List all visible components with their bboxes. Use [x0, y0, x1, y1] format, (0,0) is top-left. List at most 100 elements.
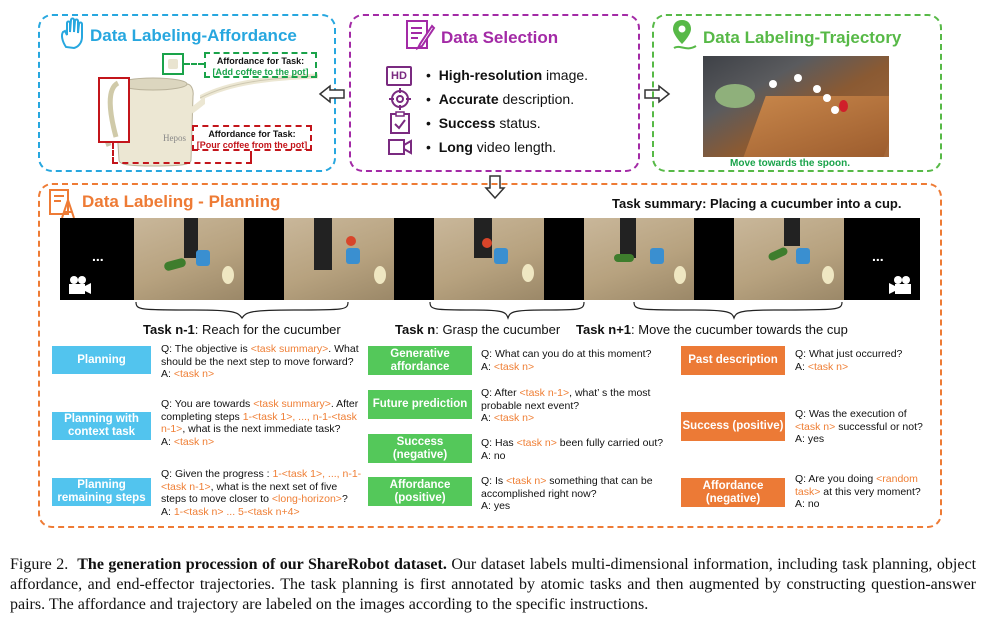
checklist-icon — [390, 111, 410, 134]
a-part: A: no — [795, 498, 820, 510]
handle-shape — [107, 80, 120, 138]
red-label-line1: Affordance for Task: — [208, 129, 296, 139]
qa-text-future: Q: After <task n-1>, what’ s the most pr… — [481, 387, 671, 425]
qa-label-success-negative: Success (negative) — [368, 434, 472, 463]
q-part: , what is the next set of five steps to … — [161, 480, 338, 506]
a-highlight: <task n> — [173, 368, 215, 380]
robot-arm — [314, 218, 332, 270]
selection-title: Data Selection — [441, 28, 559, 47]
selection-row-rest: video length. — [472, 139, 557, 155]
robot-arm — [184, 218, 198, 258]
video-frame-2 — [284, 218, 394, 300]
trajectory-title: Data Labeling-Trajectory — [703, 28, 902, 47]
handle-affordance-marker — [98, 77, 130, 143]
arrow-down-icon — [484, 175, 506, 200]
video-frame-5 — [734, 218, 844, 300]
q-highlight: <task n> — [795, 420, 836, 433]
spoon-handle — [839, 100, 848, 112]
camera-icon — [889, 276, 911, 294]
video-frame-gap-2 — [394, 218, 434, 300]
trajectory-caption: Move towards the spoon. — [730, 158, 851, 169]
red-affordance-label: Affordance for Task: [Pour coffee from t… — [192, 125, 312, 151]
lid-affordance-marker — [162, 53, 184, 75]
cup — [196, 250, 210, 266]
affordance-title: Data Labeling-Affordance — [90, 26, 297, 45]
selection-row-bold: Success — [438, 115, 496, 131]
bread — [674, 266, 686, 284]
q-highlight: <task n> — [506, 475, 547, 487]
qa-text-past: Q: What just occurred? A: <task n> — [795, 348, 935, 373]
qa-text-success-positive: Q: Was the execution of <task n> success… — [795, 408, 930, 446]
qa-text-affordance-positive: Q: Is <task n> something that can be acc… — [481, 475, 671, 513]
q-highlight: <long-horizon> — [271, 493, 342, 505]
task-label-next: Task n+1: Move the cucumber towards the … — [576, 322, 848, 337]
task-label-rest: : Reach for the cucumber — [194, 322, 341, 337]
video-icon — [388, 139, 412, 155]
cucumber — [163, 257, 187, 272]
a-highlight: 1-<task n> ... 5-<task n+4> — [173, 505, 300, 518]
planning-title: Data Labeling - Planning — [82, 192, 281, 211]
video-frame-4 — [584, 218, 694, 300]
q-part: Q: What can you do at this moment? — [481, 348, 652, 360]
task-label-bold: Task n+1 — [576, 322, 632, 337]
selection-row-rest: image. — [542, 67, 589, 83]
qa-label-remaining: Planning remaining steps — [52, 478, 151, 506]
a-part: A: yes — [481, 500, 511, 512]
video-frame-start: ... — [60, 218, 134, 300]
qa-text-affordance-negative: Q: Are you doing <random task> at this v… — [795, 473, 930, 511]
qa-label-generative: Generative affordance — [368, 346, 472, 375]
qa-text-planning: Q: The objective is <task summary>. What… — [161, 343, 365, 381]
q-part: Q: Are you doing — [795, 473, 877, 485]
a-part: A: — [481, 412, 494, 424]
q-part: successful or not? — [835, 420, 923, 433]
a-part: A: — [481, 360, 494, 373]
q-part: been fully carried out? — [556, 437, 664, 449]
qa-label-affordance-positive: Affordance (positive) — [368, 477, 472, 506]
q-part: Q: Has — [481, 437, 517, 449]
q-part: Q: The objective is — [161, 343, 251, 355]
target-icon — [389, 88, 411, 110]
qa-text-remaining: Q: Given the progress : 1-<task 1>, ...,… — [161, 468, 365, 518]
document-edit-icon — [406, 20, 436, 51]
q-part: , what’ s the most probable next event? — [481, 387, 651, 412]
selection-row-bold: Long — [438, 139, 473, 155]
selection-row-bold: Accurate — [438, 91, 499, 107]
red-connector-vertical — [112, 143, 116, 163]
selection-panel — [349, 14, 640, 172]
figure-caption: Figure 2. The generation procession of o… — [10, 555, 976, 615]
task-label-current: Task n: Grasp the cucumber — [395, 322, 560, 337]
a-part: A: no — [481, 449, 506, 462]
a-highlight: <task n> — [173, 435, 215, 448]
planning-doc-icon — [49, 189, 75, 219]
video-frame-gap-1 — [244, 218, 284, 300]
qa-label-affordance-negative: Affordance (negative) — [681, 478, 785, 507]
cup — [650, 248, 664, 264]
cup — [796, 248, 810, 264]
qa-text-success-negative: Q: Has <task n> been fully carried out? … — [481, 437, 671, 462]
ellipsis-left: ... — [92, 248, 104, 264]
arrow-right-icon — [644, 84, 671, 104]
selection-row-rest: status. — [495, 115, 541, 131]
bread — [222, 266, 234, 284]
robot-arm — [784, 218, 800, 246]
ellipsis-right: ... — [872, 248, 884, 264]
cup — [346, 248, 360, 264]
q-highlight: <task summary> — [250, 343, 329, 355]
a-highlight: <task n> — [493, 360, 535, 373]
selection-row-accurate: • Accurate description. — [426, 91, 575, 107]
q-part: Q: After — [481, 387, 520, 399]
camera-icon — [69, 276, 91, 294]
task-label-rest: : Move the cucumber towards the cup — [631, 322, 848, 337]
selection-row-resolution: • High-resolution image. — [426, 67, 589, 83]
task-label-bold: Task n — [395, 322, 436, 337]
a-part: A: — [161, 368, 174, 380]
qa-label-planning: Planning — [52, 346, 151, 374]
hand-icon — [61, 17, 83, 50]
plate-with-veggies — [715, 84, 755, 108]
trajectory-image — [703, 56, 889, 157]
q-part: Q: Is — [481, 475, 507, 487]
pot-brand: Hepos — [163, 133, 186, 143]
task-summary: Task summary: Placing a cucumber into a … — [612, 196, 902, 211]
q-part: Q: Given the progress : — [161, 468, 273, 480]
q-part: at this very moment? — [820, 485, 921, 498]
